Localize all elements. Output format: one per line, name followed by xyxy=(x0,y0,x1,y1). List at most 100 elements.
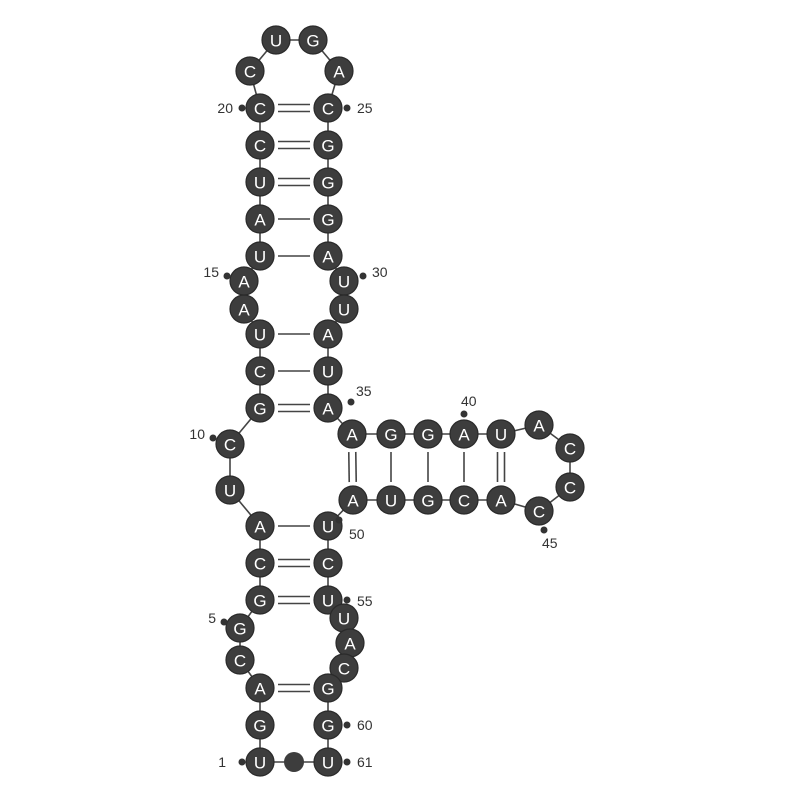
nucleotide-letter: C xyxy=(244,63,256,82)
position-dot xyxy=(347,398,355,406)
nucleotide: C xyxy=(313,93,343,123)
nucleotide-letter: U xyxy=(254,326,266,345)
position-label: 1 xyxy=(218,754,246,770)
position-label: 10 xyxy=(189,426,217,442)
terminal-dot xyxy=(284,752,304,772)
nucleotide: U xyxy=(313,356,343,386)
nucleotide: U xyxy=(329,294,359,324)
nucleotide: G xyxy=(225,613,255,643)
position-dot xyxy=(343,596,351,604)
nucleotide-letter: U xyxy=(254,754,266,773)
position-number: 10 xyxy=(189,426,205,442)
nucleotide-circle xyxy=(245,585,275,615)
nucleotide-letter: A xyxy=(333,63,345,82)
nucleotide: A xyxy=(245,511,275,541)
nucleotide-circle xyxy=(413,485,443,515)
nucleotide: G xyxy=(313,130,343,160)
position-label: 45 xyxy=(540,526,558,551)
nucleotide-letter: U xyxy=(254,174,266,193)
nucleotide-letter: A xyxy=(346,426,358,445)
position-label: 35 xyxy=(347,383,372,406)
position-dot xyxy=(238,758,246,766)
nucleotide-circle xyxy=(313,241,343,271)
nucleotide-circle xyxy=(313,673,343,703)
nucleotide: G xyxy=(313,673,343,703)
position-number: 60 xyxy=(357,717,373,733)
nucleotide-circle xyxy=(486,485,516,515)
base-pair-bonds xyxy=(278,103,506,693)
position-label: 55 xyxy=(343,593,373,609)
nucleotide-letter: G xyxy=(253,717,266,736)
nucleotide: C xyxy=(225,645,255,675)
nucleotide-letter: U xyxy=(338,273,350,292)
nucleotide-letter: G xyxy=(421,426,434,445)
nucleotide: A xyxy=(245,204,275,234)
nucleotide-circle xyxy=(329,294,359,324)
nucleotide: A xyxy=(313,393,343,423)
nucleotide-circle xyxy=(313,710,343,740)
nucleotide: U xyxy=(261,25,291,55)
position-dot xyxy=(343,721,351,729)
nucleotide: U xyxy=(215,475,245,505)
nucleotide-letter: A xyxy=(344,635,356,654)
nucleotide-letter: C xyxy=(564,440,576,459)
position-label: 20 xyxy=(217,100,246,116)
nucleotide-letter: A xyxy=(347,492,359,511)
nucleotide-letter: A xyxy=(322,248,334,267)
nucleotide-circle xyxy=(555,472,585,502)
nucleotide-letter: G xyxy=(321,137,334,156)
position-label: 61 xyxy=(343,754,373,770)
nucleotide-circle xyxy=(245,710,275,740)
nucleotide-letter: C xyxy=(254,100,266,119)
nucleotide-letter: G xyxy=(233,620,246,639)
nucleotide: A xyxy=(313,319,343,349)
nucleotide-circle xyxy=(245,93,275,123)
nucleotide: A xyxy=(337,419,367,449)
nucleotide-circle xyxy=(524,496,554,526)
position-number: 40 xyxy=(461,393,477,409)
nucleotide-circle xyxy=(449,485,479,515)
nucleotide-circle xyxy=(313,393,343,423)
nucleotide: C xyxy=(313,548,343,578)
nucleotide-letter: U xyxy=(224,482,236,501)
nucleotide-circle xyxy=(313,747,343,777)
nucleotide: G xyxy=(298,25,328,55)
nucleotide-circle xyxy=(225,613,255,643)
nucleotide-letter: A xyxy=(495,492,507,511)
nucleotide-circle xyxy=(313,93,343,123)
nucleotide-circle xyxy=(313,511,343,541)
nucleotide-circle xyxy=(215,429,245,459)
position-label: 30 xyxy=(359,264,388,280)
position-number: 50 xyxy=(349,526,365,542)
nucleotide: A xyxy=(524,410,554,440)
nucleotide-letter: G xyxy=(321,174,334,193)
position-dot xyxy=(238,104,246,112)
nucleotide-circle xyxy=(329,653,359,683)
nucleotide-letter: A xyxy=(254,518,266,537)
nucleotide-circle xyxy=(313,548,343,578)
nucleotide: A xyxy=(313,241,343,271)
nucleotide-circle xyxy=(524,410,554,440)
nucleotide: A xyxy=(486,485,516,515)
nucleotide: C xyxy=(215,429,245,459)
nucleotide-letter: U xyxy=(254,248,266,267)
nucleotide-circle xyxy=(235,56,265,86)
nucleotide: C xyxy=(245,548,275,578)
nucleotide-letter: G xyxy=(384,426,397,445)
nucleotide-circle xyxy=(245,548,275,578)
nucleotide-letter: G xyxy=(253,592,266,611)
nucleotide-circle xyxy=(449,419,479,449)
position-number: 45 xyxy=(542,535,558,551)
nucleotide-letter: U xyxy=(338,610,350,629)
nucleotide-letter: U xyxy=(322,363,334,382)
nucleotide-letter: A xyxy=(254,680,266,699)
nucleotide: G xyxy=(376,419,406,449)
nucleotide: A xyxy=(449,419,479,449)
nucleotide: G xyxy=(245,710,275,740)
nucleotide: U xyxy=(245,319,275,349)
nucleotide-circle xyxy=(215,475,245,505)
nucleotide-circle xyxy=(313,319,343,349)
nucleotide: C xyxy=(235,56,265,86)
